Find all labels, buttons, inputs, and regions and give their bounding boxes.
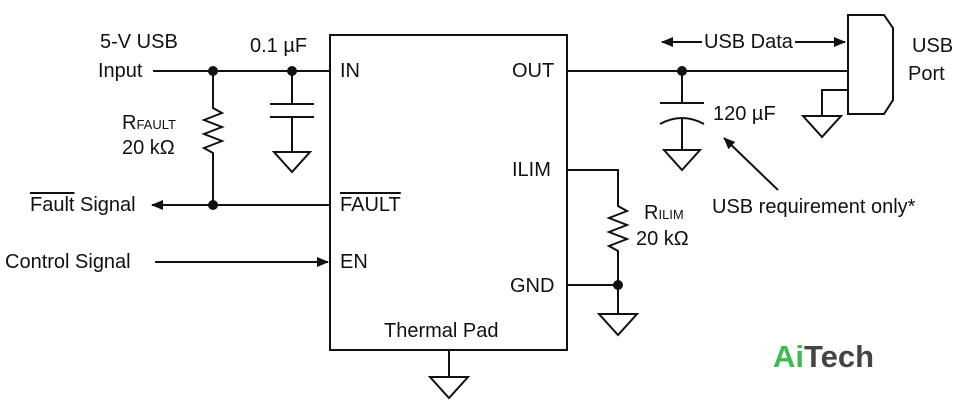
control-signal-label: Control Signal	[5, 251, 131, 273]
r-fault-resistor	[201, 71, 225, 205]
usb-port-ground-symbol	[800, 115, 844, 139]
r-ilim-subscript: ILIM	[658, 207, 684, 222]
usb-requirement-note: USB requirement only*	[712, 196, 916, 218]
gnd-ground-symbol	[596, 313, 640, 337]
input-label-line2: Input	[98, 60, 143, 82]
junction-dot	[287, 66, 297, 76]
pin-gnd-label: GND	[510, 275, 555, 297]
r-ilim-value: 20 kΩ	[636, 228, 689, 250]
cap-in-value: 0.1 µF	[250, 35, 308, 57]
r-ilim-name: R	[644, 202, 659, 224]
cap-in-ground-symbol	[271, 151, 313, 174]
usb-port-ground-wire	[821, 89, 848, 116]
thermal-pad-label: Thermal Pad	[384, 320, 499, 342]
fault-signal-bar: Fault	[30, 194, 75, 216]
pin-ilim-label: ILIM	[512, 159, 551, 181]
cap-out-ground-symbol	[661, 149, 703, 172]
fault-signal-label: Fault Signal	[30, 195, 136, 215]
usb-requirement-pointer	[723, 137, 779, 191]
thermal-pad-ground-symbol	[427, 376, 471, 400]
aitech-logo: AiTech	[773, 341, 874, 372]
usb-port-label-line1: USB	[912, 35, 954, 57]
pin-en-label: EN	[340, 251, 368, 273]
r-fault-value: 20 kΩ	[122, 137, 175, 159]
r-fault-label: RFAULT	[122, 113, 176, 133]
r-ilim-label: RILIM	[644, 203, 684, 223]
r-fault-subscript: FAULT	[136, 117, 176, 132]
fault-signal-rest: Signal	[74, 194, 136, 216]
input-label-line1: 5-V USB	[100, 31, 178, 53]
pin-out-label: OUT	[512, 60, 555, 82]
pin-fault-label: FAULT	[340, 194, 401, 216]
logo-part2: Tech	[804, 339, 875, 374]
cap-out-value: 120 µF	[713, 103, 776, 125]
usb-port-label-line2: Port	[908, 63, 945, 85]
usb-port-connector	[847, 14, 894, 115]
junction-dot	[677, 66, 687, 76]
junction-dot	[208, 200, 218, 210]
junction-dot	[613, 280, 623, 290]
junction-dot	[208, 66, 218, 76]
r-fault-name: R	[122, 112, 137, 134]
r-ilim-resistor	[567, 169, 630, 285]
ic-body	[329, 34, 568, 351]
usb-data-label: USB Data	[702, 31, 795, 53]
pin-in-label: IN	[340, 60, 360, 82]
logo-part1: Ai	[773, 339, 804, 374]
